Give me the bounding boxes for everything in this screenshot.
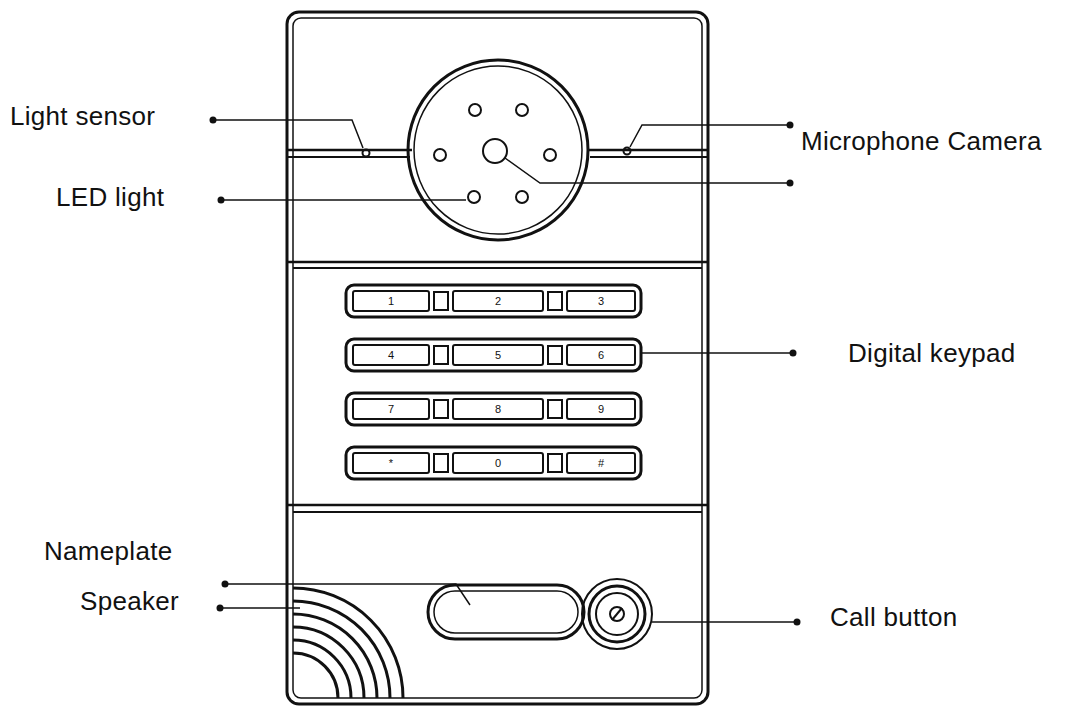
key-digit: 0 bbox=[495, 458, 501, 469]
part-label: Light sensor bbox=[10, 103, 155, 129]
part-label: Digital keypad bbox=[848, 340, 1016, 366]
call-button bbox=[589, 586, 645, 642]
nameplate bbox=[428, 585, 584, 639]
keypad-key: # bbox=[566, 452, 636, 474]
part-label: Microphone Camera bbox=[801, 128, 1042, 154]
keypad-key: 8 bbox=[452, 398, 544, 420]
key-digit: 7 bbox=[388, 404, 394, 415]
housing-inner bbox=[293, 18, 702, 698]
camera-disc bbox=[408, 60, 588, 240]
light-sensor bbox=[363, 150, 370, 157]
keypad-key: 7 bbox=[352, 398, 430, 420]
key-digit: 9 bbox=[598, 404, 604, 415]
microphone bbox=[624, 148, 631, 155]
key-digit: 4 bbox=[388, 350, 394, 361]
housing bbox=[287, 12, 708, 704]
leader-dots bbox=[210, 117, 801, 626]
key-digit: 1 bbox=[388, 296, 394, 307]
keypad-key: 0 bbox=[452, 452, 544, 474]
speaker-grille bbox=[293, 588, 403, 698]
part-label: LED light bbox=[56, 184, 164, 210]
key-digit: 8 bbox=[495, 404, 501, 415]
part-label: Call button bbox=[830, 604, 958, 630]
keypad-key: 5 bbox=[452, 344, 544, 366]
led-lights bbox=[434, 104, 556, 203]
keypad-key: 1 bbox=[352, 290, 430, 312]
key-separators bbox=[434, 292, 562, 472]
keypad-key: 9 bbox=[566, 398, 636, 420]
camera-lens bbox=[483, 139, 507, 163]
key-digit: 3 bbox=[598, 296, 604, 307]
leader-lines bbox=[213, 120, 797, 622]
keypad-key: 4 bbox=[352, 344, 430, 366]
keypad-rows bbox=[346, 285, 641, 479]
key-digit: 6 bbox=[598, 350, 604, 361]
keypad-key: 2 bbox=[452, 290, 544, 312]
keypad-key: 3 bbox=[566, 290, 636, 312]
keypad-key: 6 bbox=[566, 344, 636, 366]
key-digit: * bbox=[389, 458, 393, 469]
keypad-key: * bbox=[352, 452, 430, 474]
part-label: Nameplate bbox=[44, 538, 172, 564]
key-digit: 5 bbox=[495, 350, 501, 361]
key-digit: # bbox=[598, 458, 604, 469]
key-digit: 2 bbox=[495, 296, 501, 307]
part-label: Speaker bbox=[80, 588, 179, 614]
